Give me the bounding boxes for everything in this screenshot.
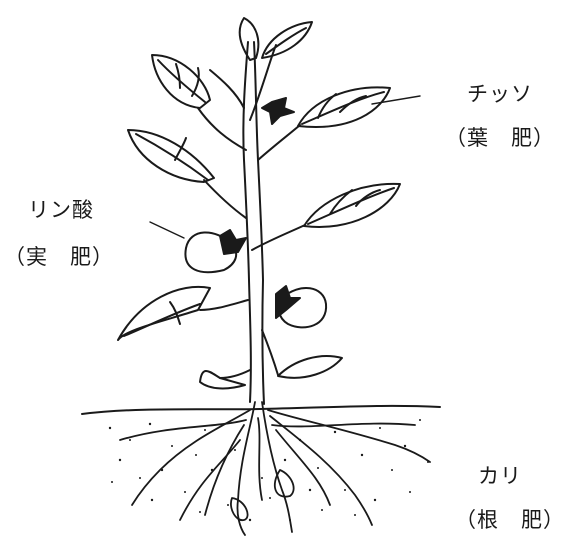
leaf [278, 356, 342, 378]
ground-line [82, 406, 440, 414]
potassium-role-label: （根 肥） [455, 510, 565, 531]
leaf [200, 371, 245, 389]
calyx [220, 230, 246, 254]
branch-stems [198, 45, 305, 378]
nitrogen-role-label: （葉 肥） [445, 128, 555, 149]
roots [120, 402, 430, 535]
potassium-label: カリ [478, 466, 522, 487]
leaves [118, 18, 400, 388]
main-stem [243, 42, 264, 404]
nitrogen-label: チッソ [467, 84, 533, 105]
calyx [276, 286, 300, 318]
phosphorus-role-label: （実 肥） [4, 247, 114, 268]
flower [262, 98, 294, 124]
phosphorus-label: リン酸 [28, 200, 94, 221]
fruits [185, 232, 326, 327]
leaf [240, 18, 259, 60]
soil-speckles [109, 419, 429, 521]
